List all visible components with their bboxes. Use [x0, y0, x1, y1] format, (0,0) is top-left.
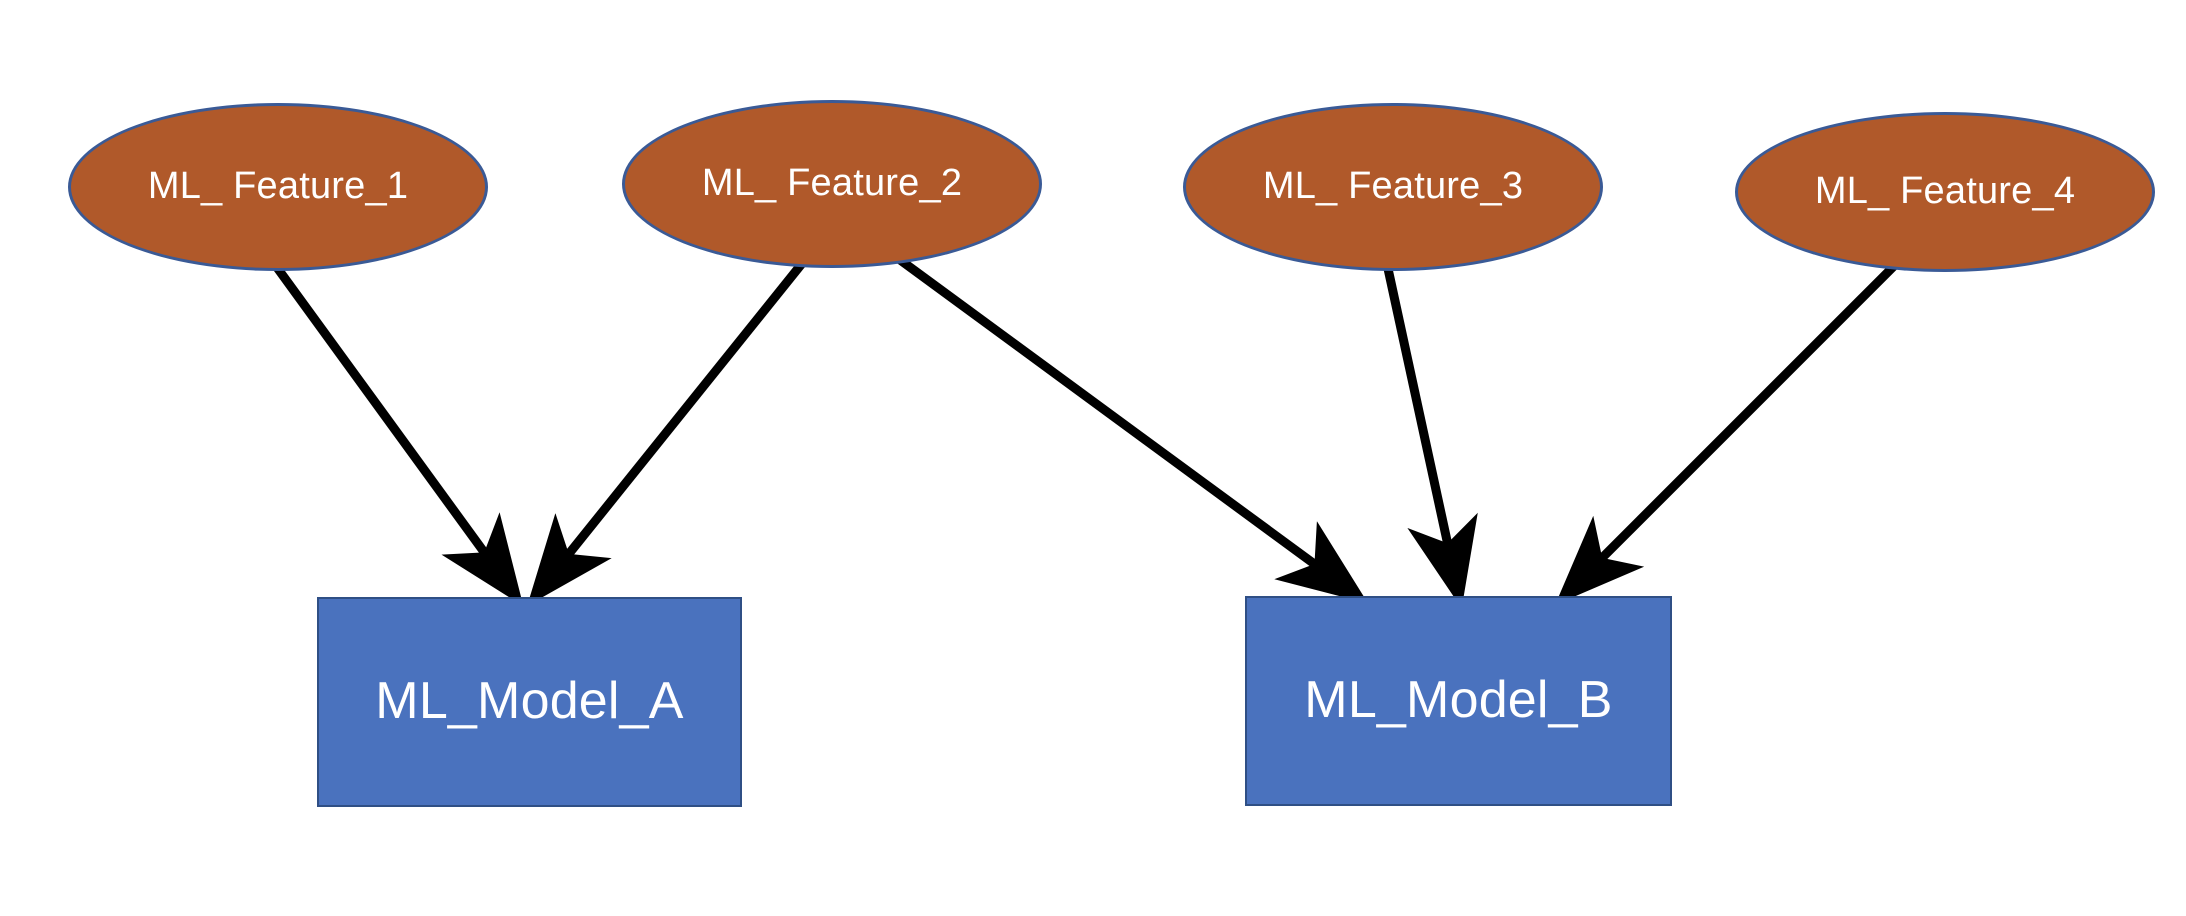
- node-label-feature-1: ML_ Feature_1: [147, 165, 409, 208]
- node-label-feature-2: ML_ Feature_2: [701, 162, 963, 205]
- node-feature-4[interactable]: ML_ Feature_4: [1735, 112, 2155, 272]
- node-feature-3[interactable]: ML_ Feature_3: [1183, 103, 1603, 271]
- node-feature-1[interactable]: ML_ Feature_1: [68, 103, 488, 271]
- node-label-feature-3: ML_ Feature_3: [1262, 165, 1524, 208]
- edge-feature_2-to-model_a: [527, 253, 812, 606]
- node-model-b[interactable]: ML_Model_B: [1245, 596, 1672, 806]
- edge-feature_3-to-model_b: [1382, 263, 1478, 609]
- edges-group: [269, 247, 1898, 609]
- edge-feature_2-to-model_b: [885, 247, 1369, 604]
- node-label-model-b: ML_Model_B: [1304, 671, 1613, 730]
- node-label-feature-4: ML_ Feature_4: [1814, 170, 2076, 213]
- node-model-a[interactable]: ML_Model_A: [317, 597, 742, 807]
- node-feature-2[interactable]: ML_ Feature_2: [622, 100, 1042, 268]
- node-label-model-a: ML_Model_A: [375, 672, 684, 731]
- edge-feature_1-to-model_a: [269, 259, 524, 607]
- edge-feature_4-to-model_b: [1555, 262, 1898, 605]
